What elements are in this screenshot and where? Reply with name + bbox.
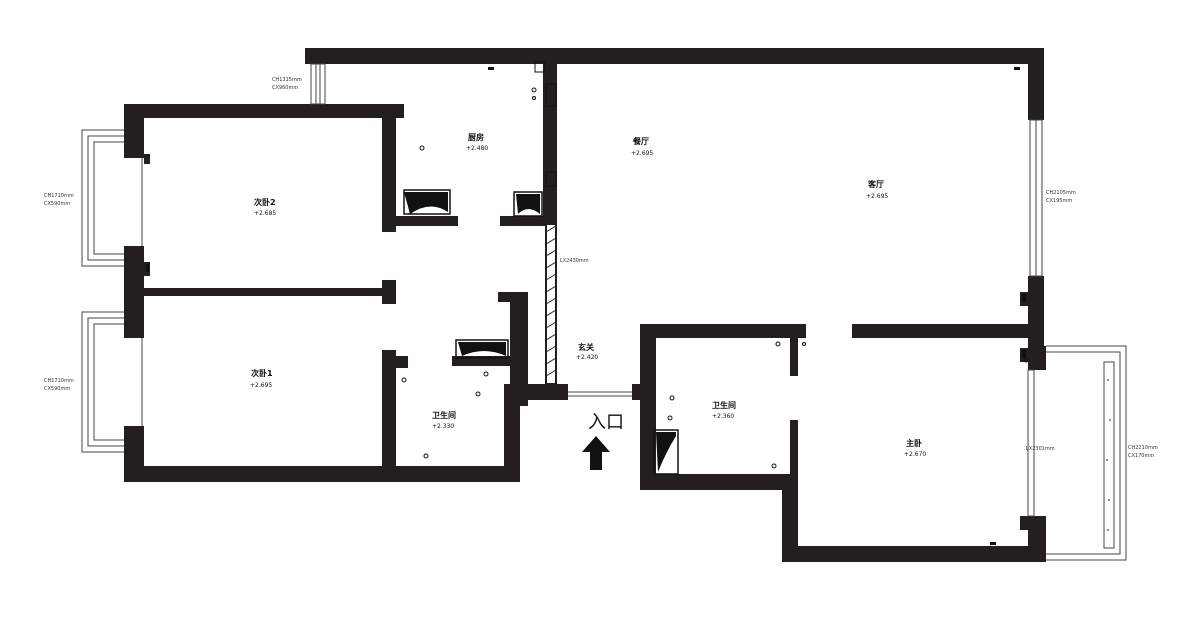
room-foyer: 玄关 — [578, 342, 594, 352]
label-partition: LX2430mm — [560, 258, 589, 264]
elev-bedroom2: +2.685 — [254, 210, 276, 217]
elev-bath-left: +2.330 — [432, 423, 454, 430]
label-master-door: LX2301mm — [1026, 446, 1055, 452]
room-master: 主卧 — [906, 438, 922, 448]
entry-label: 入口 — [588, 412, 624, 433]
label-bedroom2-window-w: CX590mm — [44, 201, 70, 207]
room-bedroom1: 次卧1 — [251, 368, 273, 378]
walls — [124, 48, 1046, 562]
label-bedroom1-window-h: CH1710mm — [44, 378, 74, 384]
label-living-window-w: CX195mm — [1046, 198, 1072, 204]
elev-bath-right: +2.360 — [712, 413, 734, 420]
elev-dining: +2.695 — [631, 150, 653, 157]
elev-living: +2.695 — [866, 193, 888, 200]
fixtures — [146, 61, 1029, 545]
windows — [81, 63, 1127, 561]
entry-arrow-icon — [582, 436, 610, 470]
elev-bedroom1: +2.695 — [250, 382, 272, 389]
room-living: 客厅 — [867, 179, 884, 189]
room-dining: 餐厅 — [632, 136, 649, 146]
room-bath-left: 卫生间 — [432, 410, 456, 420]
room-labels: 厨房 +2.480 餐厅 +2.695 客厅 +2.695 次卧2 +2.685… — [250, 132, 926, 458]
room-bedroom2: 次卧2 — [254, 197, 276, 207]
window-labels: CH1315mm CX960mm CH1710mm CX590mm CH1710… — [44, 77, 1158, 459]
label-bedroom2-window-h: CH1710mm — [44, 193, 74, 199]
elev-foyer: +2.420 — [576, 354, 598, 361]
room-bath-right: 卫生间 — [712, 400, 736, 410]
elev-kitchen: +2.480 — [466, 145, 488, 152]
label-kitchen-window-h: CH1315mm — [272, 77, 302, 83]
hatched-partition — [545, 223, 557, 385]
label-bedroom1-window-w: CX590mm — [44, 386, 70, 392]
label-living-window-h: CH2105mm — [1046, 190, 1076, 196]
elev-master: +2.670 — [904, 451, 926, 458]
label-balcony-window-w: CX170mm — [1128, 453, 1154, 459]
room-kitchen: 厨房 — [468, 132, 484, 142]
label-kitchen-window-w: CX960mm — [272, 85, 298, 91]
label-balcony-window-h: CH2210mm — [1128, 445, 1158, 451]
